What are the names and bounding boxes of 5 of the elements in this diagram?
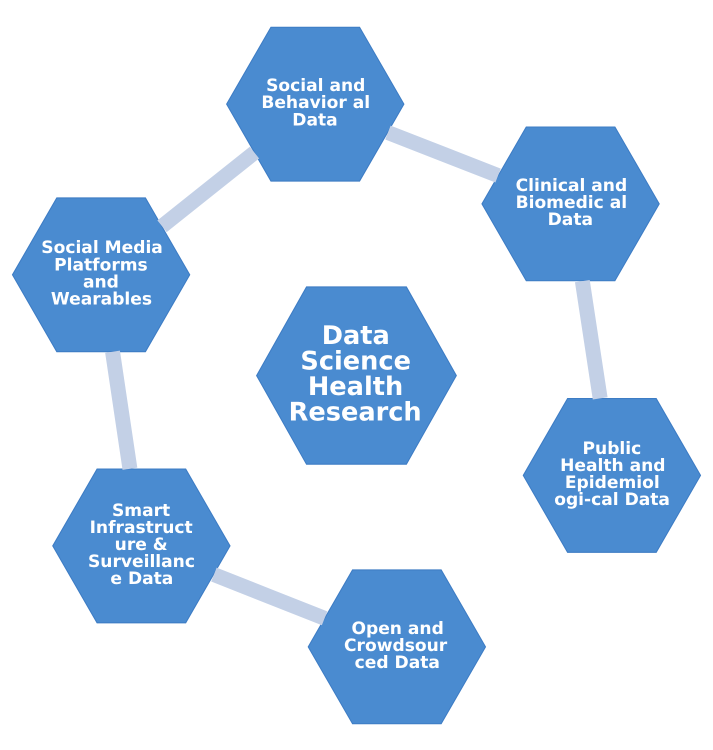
connector bbox=[385, 125, 501, 182]
connector bbox=[211, 567, 328, 625]
connector bbox=[157, 146, 260, 232]
connector bbox=[105, 350, 138, 470]
connector bbox=[574, 280, 608, 399]
